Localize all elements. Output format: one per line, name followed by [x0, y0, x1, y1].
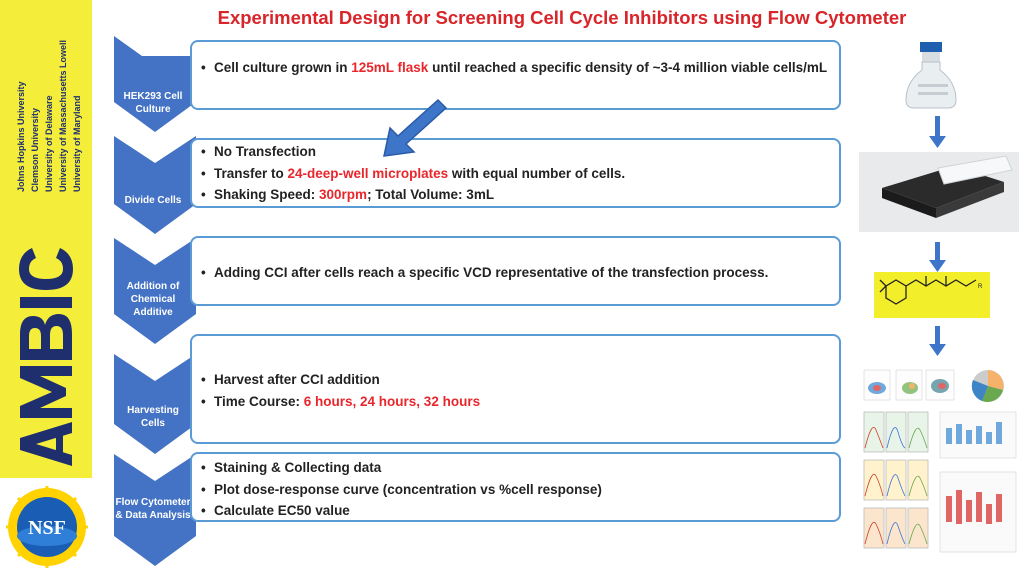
step-chevron — [114, 454, 196, 566]
university-item: University of Massachusetts Lowell — [58, 39, 68, 192]
university-item: University of Maryland — [72, 95, 82, 192]
bullet-item: Transfer to 24-deep-well microplates wit… — [192, 163, 829, 185]
microplate-image — [859, 152, 1019, 232]
flow-cytometry-plots-image — [859, 362, 1019, 572]
flask-image — [905, 42, 957, 109]
process-images: R — [859, 42, 1019, 572]
page-title: Experimental Design for Screening Cell C… — [217, 7, 907, 28]
step-chevron — [114, 36, 196, 132]
bullet-item: Shaking Speed: 300rpm; Total Volume: 3mL — [192, 184, 829, 206]
step-label: HEK293 Cell Culture — [123, 91, 183, 115]
step-box-harvest: Harvest after CCI addition Time Course: … — [190, 334, 841, 444]
down-arrow-icon — [929, 326, 946, 356]
step-chevron — [114, 354, 196, 454]
step-box-additive: Adding CCI after cells reach a specific … — [190, 236, 841, 306]
ambic-logo — [19, 248, 73, 466]
bullet-item: Time Course: 6 hours, 24 hours, 32 hours — [192, 391, 829, 413]
step-label: Harvesting Cells — [127, 405, 179, 429]
university-item: Johns Hopkins University — [16, 81, 26, 192]
step-label: Addition of Chemical Additive — [126, 281, 180, 318]
chemical-structure-image: R — [874, 272, 990, 318]
bullet-item: Calculate EC50 value — [192, 500, 829, 522]
step-label: Divide Cells — [124, 195, 182, 206]
down-arrow-icon — [929, 116, 946, 148]
down-arrow-icon — [929, 242, 946, 272]
bullet-item: Cell culture grown in 125mL flask until … — [192, 57, 829, 79]
bullet-item: No Transfection — [192, 141, 829, 163]
step-box-culture: Cell culture grown in 125mL flask until … — [190, 40, 841, 110]
step-chevron — [114, 136, 196, 234]
sidebar: Johns Hopkins University Clemson Univers… — [0, 0, 92, 478]
bullet-item: Plot dose-response curve (concentration … — [192, 479, 829, 501]
step-chevron — [114, 238, 196, 344]
university-item: University of Delaware — [44, 95, 54, 192]
university-list: Johns Hopkins University Clemson Univers… — [14, 12, 84, 192]
step-box-divide: No Transfection Transfer to 24-deep-well… — [190, 138, 841, 208]
pointer-arrow-icon — [383, 98, 448, 157]
step-box-analysis: Staining & Collecting data Plot dose-res… — [190, 452, 841, 522]
bullet-item: Staining & Collecting data — [192, 457, 829, 479]
bullet-item: Harvest after CCI addition — [192, 369, 829, 391]
nsf-seal: NSF — [6, 486, 88, 568]
bullet-item: Adding CCI after cells reach a specific … — [192, 262, 829, 284]
svg-text:R: R — [978, 284, 983, 290]
step-chevrons — [114, 36, 196, 566]
svg-text:NSF: NSF — [28, 517, 66, 539]
step-label: Flow Cytometer & Data Analysis — [115, 497, 191, 521]
university-item: Clemson University — [30, 107, 40, 192]
